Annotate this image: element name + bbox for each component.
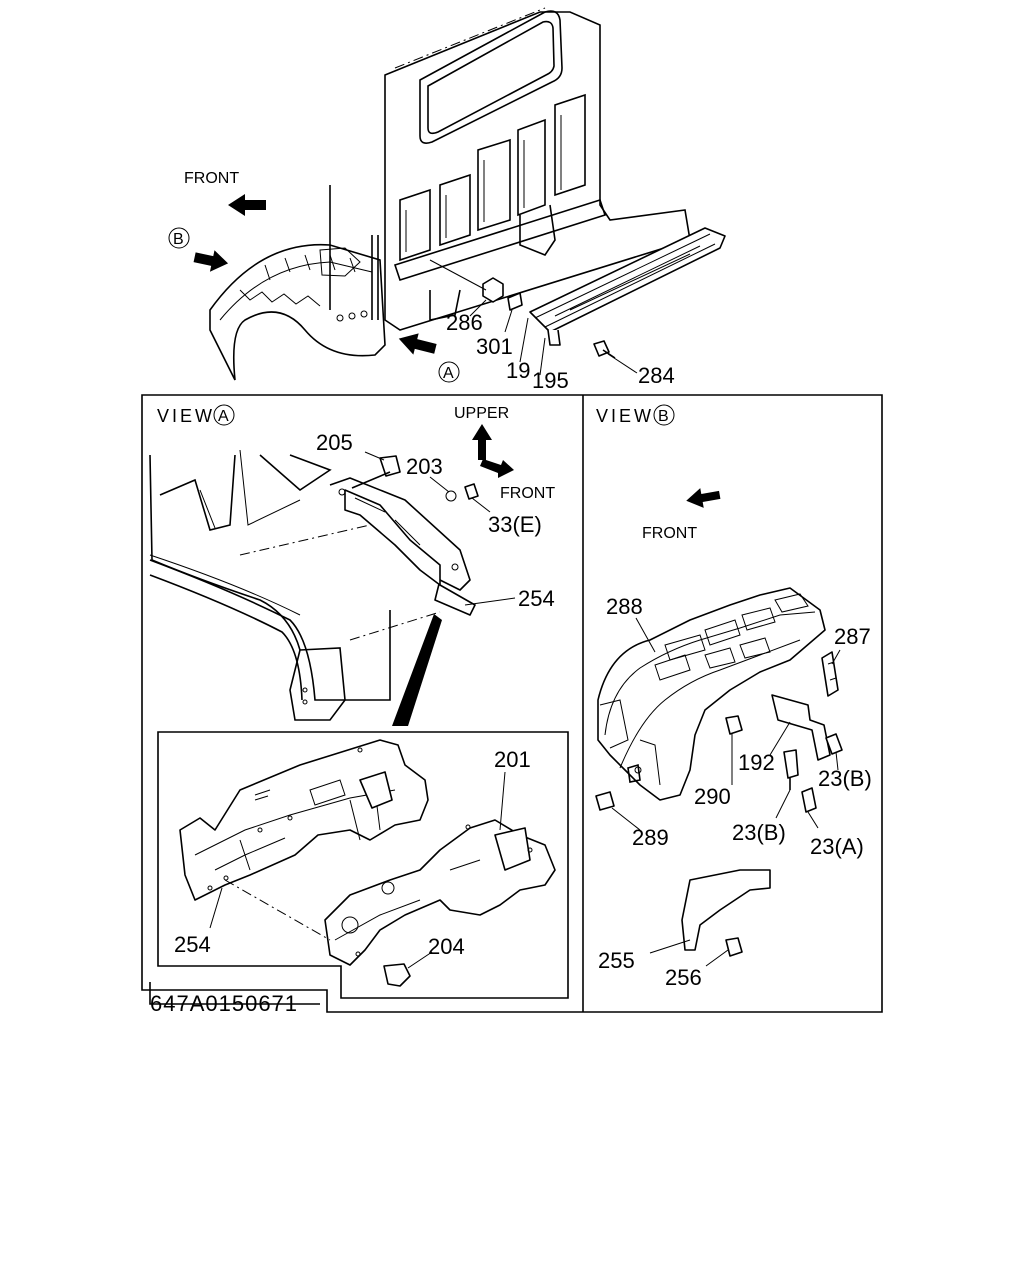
part-label-286: 286 (446, 310, 483, 335)
view-b-letter: B (658, 408, 669, 425)
part-label-301: 301 (476, 334, 513, 359)
part-label-288: 288 (606, 594, 643, 619)
view-a-circle (213, 404, 235, 426)
view-a-marker: A (443, 365, 454, 382)
part-label-19: 19 (506, 358, 530, 383)
part-label-23b-center: 23(B) (732, 820, 786, 845)
part-label-254: 254 (518, 586, 555, 611)
view-b-title: VIEW (596, 406, 654, 426)
view-a-letter: A (218, 408, 229, 425)
part-label-204: 204 (428, 934, 465, 959)
part-label-201: 201 (494, 747, 531, 772)
front-label: FRONT (184, 170, 239, 187)
part-label-287: 287 (834, 624, 871, 649)
part-label-284: 284 (638, 363, 675, 388)
view-frames (141, 394, 883, 1013)
part-label-255: 255 (598, 948, 635, 973)
view-b-marker: B (173, 231, 184, 248)
cab-overview (168, 7, 726, 383)
part-label-33e: 33(E) (488, 512, 542, 537)
part-label-23a: 23(A) (810, 834, 864, 859)
part-label-254-inset: 254 (174, 932, 211, 957)
view-b-fender-liner (595, 488, 843, 967)
front-label-view-a: FRONT (500, 485, 555, 502)
part-label-192: 192 (738, 750, 775, 775)
part-label-256: 256 (665, 965, 702, 990)
part-label-289: 289 (632, 825, 669, 850)
view-a-fender-detail (149, 424, 516, 726)
part-label-205: 205 (316, 430, 353, 455)
inset-exploded-view (179, 739, 556, 987)
part-label-290: 290 (694, 784, 731, 809)
part-label-23b-right: 23(B) (818, 766, 872, 791)
upper-label: UPPER (454, 405, 509, 422)
view-a-title: VIEW (157, 406, 215, 426)
drawing-code: 647A0150671 (150, 991, 298, 1016)
front-label-view-b: FRONT (642, 525, 697, 542)
part-label-203: 203 (406, 454, 443, 479)
part-label-195: 195 (532, 368, 569, 393)
view-b-circle (653, 404, 675, 426)
